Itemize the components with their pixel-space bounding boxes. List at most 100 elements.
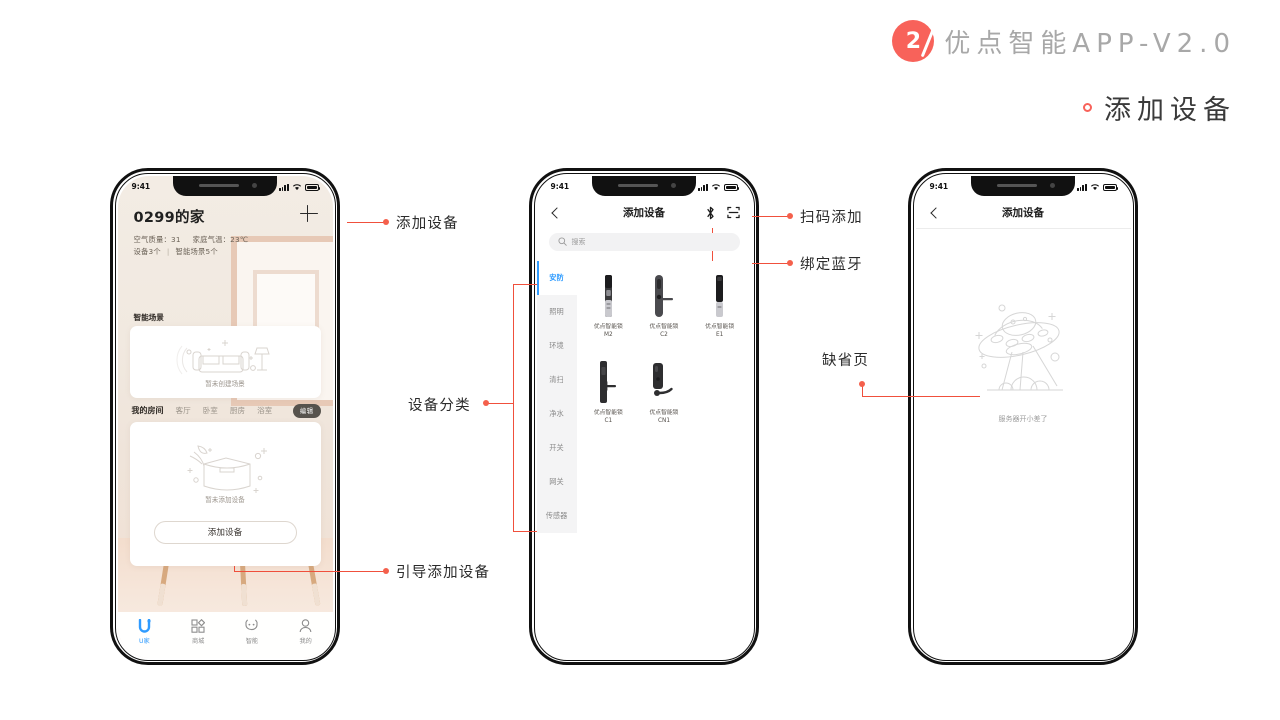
empty-box-illustration-icon — [187, 444, 267, 493]
status-time: 9:41 — [131, 182, 151, 191]
device-card[interactable]: 优点智能锁 C2 — [636, 267, 692, 353]
device-name: 优点智能锁 CN1 — [649, 409, 678, 426]
leader-line-scan — [749, 216, 789, 218]
u-home-icon — [118, 618, 172, 633]
leader-line-category — [488, 403, 514, 405]
phone-device-list-screen: 9:41 添加设备 — [529, 168, 759, 665]
page-title: 添加设备 — [1002, 207, 1044, 219]
device-name: 优点智能锁 C2 — [649, 323, 678, 340]
tab-label: 商城 — [191, 638, 205, 645]
leader-line-guide-h — [234, 571, 385, 573]
device-name: 优点智能锁 M2 — [594, 323, 623, 340]
device-card[interactable]: 优点智能锁 M2 — [581, 267, 637, 353]
phone3-navbar: 添加设备 — [915, 197, 1131, 228]
category-item-3[interactable]: 清扫 — [536, 362, 577, 397]
navbar-actions — [705, 206, 740, 220]
room-edit-button[interactable]: 编辑 — [292, 403, 321, 418]
lock-handle-dark-icon — [596, 359, 620, 405]
room-tab-0[interactable]: 客厅 — [175, 406, 191, 415]
front-camera — [1050, 182, 1055, 188]
tab-label: U家 — [139, 638, 150, 645]
status-indicators — [279, 183, 320, 191]
temp-value: 23℃ — [230, 234, 249, 244]
annotation-scan-add: 扫码添加 — [800, 210, 863, 226]
cellular-signal-icon — [1077, 183, 1087, 191]
device-name-text: 优点智能锁 — [649, 409, 679, 416]
chevron-left-icon[interactable] — [549, 206, 563, 220]
scan-qr-icon[interactable] — [726, 206, 740, 219]
wifi-icon — [711, 183, 720, 190]
room-tab-2[interactable]: 厨房 — [229, 406, 246, 415]
device-count: 设备3个 — [133, 247, 161, 257]
tab-label: 智能 — [245, 638, 259, 645]
tab-shop[interactable]: 商城 — [171, 618, 225, 645]
tab-label: 我的 — [299, 638, 312, 645]
scene-count: 智能场景5个 — [175, 247, 218, 257]
meta-separator: | — [166, 247, 170, 257]
category-item-0[interactable]: 安防 — [536, 260, 577, 295]
search-input[interactable]: 搜索 — [571, 237, 586, 246]
category-item-6[interactable]: 网关 — [536, 464, 577, 499]
badge-slash-icon — [921, 24, 937, 58]
category-item-5[interactable]: 开关 — [536, 430, 577, 465]
front-camera — [252, 182, 257, 188]
temp-label: 家庭气温： — [192, 234, 231, 244]
person-icon — [279, 618, 333, 633]
search-icon — [557, 237, 567, 246]
grid-shop-icon — [171, 618, 225, 633]
scene-empty-card[interactable]: 暂未创建场景 — [129, 325, 321, 398]
device-empty-card: 暂未添加设备 — [129, 421, 321, 566]
device-card[interactable]: 优点智能锁 C1 — [581, 353, 637, 439]
scene-section-label: 智能场景 — [133, 312, 164, 322]
bluetooth-icon[interactable] — [705, 206, 716, 220]
room-tab-1[interactable]: 卧室 — [202, 406, 218, 415]
smart-face-icon — [225, 618, 279, 633]
brand-row: 2 优点智能APP-V2.0 — [892, 20, 1236, 62]
wifi-icon — [292, 183, 301, 190]
tab-mine[interactable]: 我的 — [279, 618, 333, 645]
tab-smart[interactable]: 智能 — [225, 618, 279, 645]
phone3-notch — [971, 175, 1075, 196]
earpiece-speaker — [997, 183, 1037, 187]
bullet-dot-icon — [1083, 103, 1092, 112]
search-bar[interactable]: 搜索 — [548, 232, 740, 251]
room-tab-3[interactable]: 浴室 — [257, 406, 273, 415]
phone-empty-state-screen: 9:41 添加设备 — [908, 168, 1138, 665]
air-quality-label: 空气质量： — [133, 234, 171, 244]
device-card[interactable]: 优点智能锁 CN1 — [636, 353, 692, 439]
battery-icon — [304, 183, 320, 191]
phone2-notch — [592, 175, 696, 196]
leader-dot-default-page — [859, 381, 865, 387]
device-card[interactable]: 优点智能锁 E1 — [692, 267, 748, 353]
add-device-plus-icon[interactable] — [299, 204, 319, 224]
device-name-text: 优点智能锁 — [593, 409, 623, 416]
status-indicators — [1077, 183, 1118, 191]
lock-handle-right-icon — [651, 273, 677, 319]
section-title-row: 添加设备 — [892, 88, 1236, 127]
annotation-guide-add-device: 引导添加设备 — [396, 565, 491, 581]
phone3-status-bar: 9:41 — [916, 176, 1131, 198]
category-item-7[interactable]: 传感器 — [536, 498, 577, 533]
phone1-bezel: 9:41 0299的家 空气质量：3 — [114, 172, 336, 661]
category-item-1[interactable]: 照明 — [536, 294, 577, 329]
phone-home-screen: 9:41 0299的家 空气质量：3 — [110, 168, 340, 665]
lock-tall-black-icon — [713, 273, 726, 319]
device-model-text: C1 — [604, 418, 613, 425]
device-name-text: 优点智能锁 — [705, 323, 735, 330]
leader-dot-scan — [787, 213, 793, 219]
lock-slim-panel-icon — [602, 273, 615, 319]
device-grid: 优点智能锁 M2 — [576, 260, 752, 658]
room-tab-my-rooms[interactable]: 我的房间 — [131, 406, 164, 415]
earpiece-speaker — [199, 183, 239, 187]
tab-u-home[interactable]: U家 — [118, 618, 172, 645]
phone2-screen: 9:41 添加设备 — [536, 175, 752, 658]
chevron-left-icon[interactable] — [928, 206, 942, 220]
device-model-text: CN1 — [657, 418, 671, 425]
add-device-button[interactable]: 添加设备 — [153, 520, 297, 544]
category-item-2[interactable]: 环境 — [536, 328, 577, 363]
cellular-signal-icon — [279, 183, 289, 191]
cellular-signal-icon — [698, 183, 708, 191]
category-item-4[interactable]: 净水 — [536, 396, 577, 431]
